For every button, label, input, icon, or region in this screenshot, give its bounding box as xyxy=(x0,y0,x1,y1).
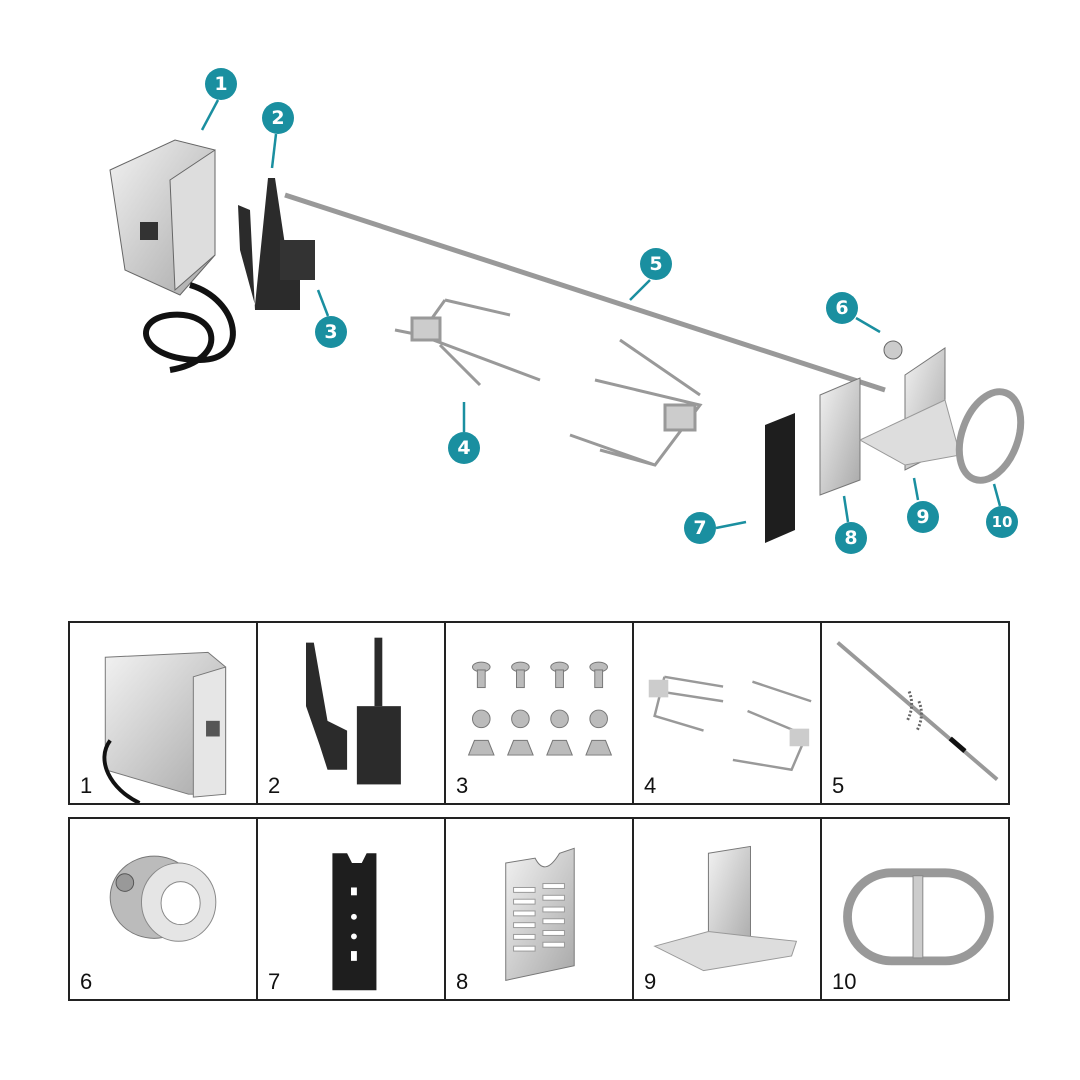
part-number: 1 xyxy=(80,773,93,798)
part-cell-8: 8 xyxy=(446,819,634,999)
spit-rod-icon xyxy=(836,641,999,782)
meat-forks-icon xyxy=(648,675,812,772)
motor-box-icon xyxy=(102,651,227,803)
part-number: 6 xyxy=(80,969,93,994)
exploded-assembly-diagram xyxy=(109,99,1025,543)
callout-6: 6 xyxy=(826,292,858,324)
part-cell-9: 9 xyxy=(634,819,822,999)
part-number: 5 xyxy=(832,773,845,798)
callout-9: 9 xyxy=(907,501,939,533)
motor-bracket-icon xyxy=(238,178,315,310)
callout-4: 4 xyxy=(448,432,480,464)
part-cell-6: 6 xyxy=(70,819,258,999)
support-bracket-icon xyxy=(858,347,961,471)
parts-grid: 1 2 3 4 5 6 7 8 xyxy=(68,621,1010,1001)
part-number: 10 xyxy=(832,969,857,994)
callout-2: 2 xyxy=(262,102,294,134)
part-number: 2 xyxy=(268,773,281,798)
part-number: 4 xyxy=(644,773,657,798)
callout-1: 1 xyxy=(205,68,237,100)
callout-5: 5 xyxy=(640,248,672,280)
part-cell-1: 1 xyxy=(70,623,258,803)
part-number: 9 xyxy=(644,969,657,994)
spit-rod-icon xyxy=(284,192,886,393)
part-cell-2: 2 xyxy=(258,623,446,803)
collar-icon xyxy=(883,340,903,360)
support-bracket-icon xyxy=(653,845,798,972)
part-number: 3 xyxy=(456,773,469,798)
vented-plate-icon xyxy=(505,847,575,982)
callout-7: 7 xyxy=(684,512,716,544)
part-cell-10: 10 xyxy=(822,819,1008,999)
screws-washers-nuts-icon xyxy=(467,661,613,756)
part-number: 8 xyxy=(456,969,469,994)
callout-8: 8 xyxy=(835,522,867,554)
handle-icon xyxy=(843,868,994,966)
black-plate-icon xyxy=(332,853,377,991)
part-cell-5: 5 xyxy=(822,623,1008,803)
vented-plate-icon xyxy=(819,377,861,496)
part-cell-4: 4 xyxy=(634,623,822,803)
callout-3: 3 xyxy=(315,316,347,348)
callout-10: 10 xyxy=(986,506,1018,538)
motor-box-icon xyxy=(109,139,236,373)
collar-icon xyxy=(109,855,217,942)
part-cell-3: 3 xyxy=(446,623,634,803)
callout-arrows xyxy=(200,99,1002,530)
motor-bracket-icon xyxy=(306,637,401,785)
black-plate-icon xyxy=(765,413,795,543)
part-number: 7 xyxy=(268,969,281,994)
handle-icon xyxy=(955,388,1025,484)
meat-forks-icon xyxy=(394,298,703,467)
part-cell-7: 7 xyxy=(258,819,446,999)
